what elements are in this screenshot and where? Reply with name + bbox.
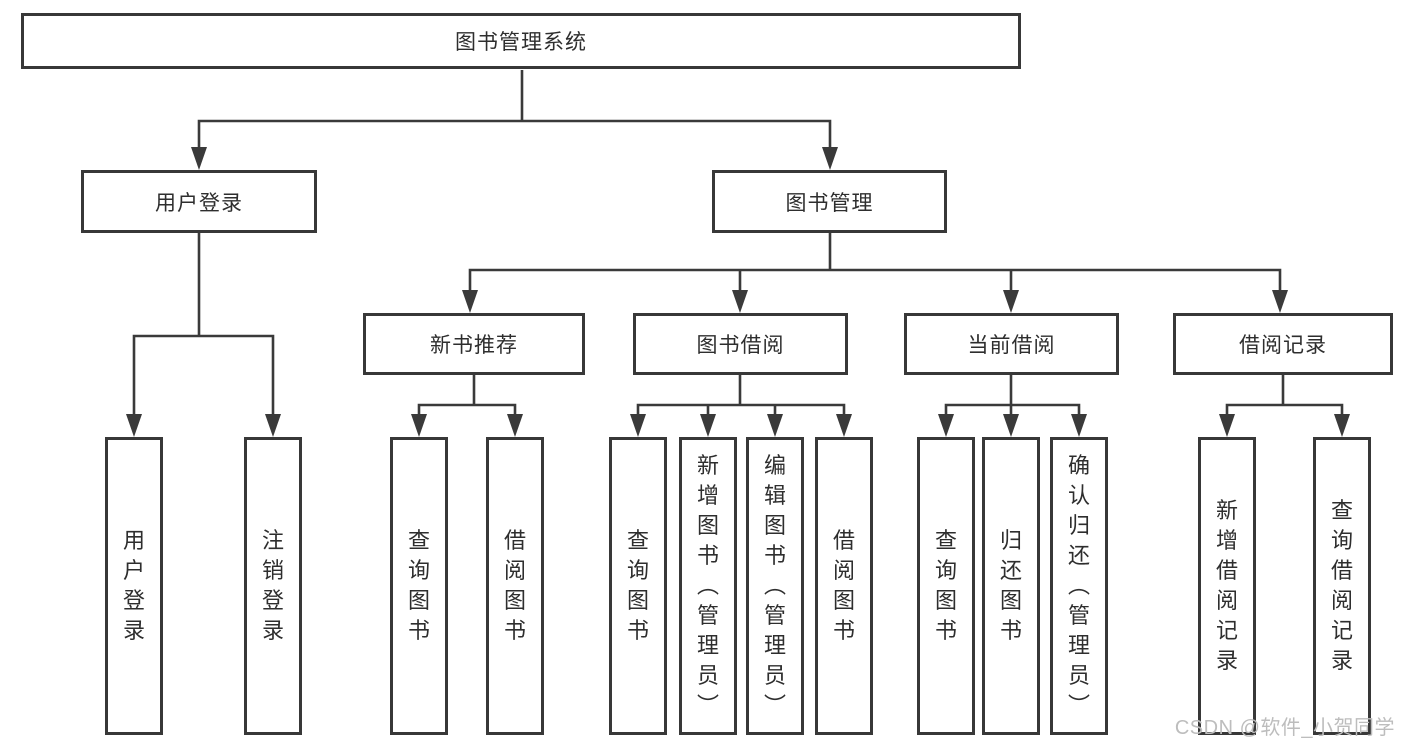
arrowhead-new-book [462, 290, 478, 313]
leaf-label: 借阅图书 [503, 528, 526, 643]
leaf-label: 新增图书︵管理员︶ [696, 453, 719, 718]
arrowhead-leaf-user-login [126, 414, 142, 437]
arrowhead-user-login [191, 147, 207, 170]
leaf-label: 归还图书 [999, 528, 1022, 643]
leaf-user-login: 用户登录 [105, 437, 163, 735]
leaf-label: 用户登录 [122, 528, 145, 643]
leaf-edit-books-admin: 编辑图书︵管理员︶ [746, 437, 804, 735]
leaf-query-borrow-record: 查询借阅记录 [1313, 437, 1371, 735]
arrowhead-book-borrow [732, 290, 748, 313]
leaf-borrow-books: 借阅图书 [486, 437, 544, 735]
leaf-label: 新增借阅记录 [1215, 498, 1238, 673]
leaf-label: 编辑图书︵管理员︶ [763, 453, 786, 718]
edge-borrow-record-to-leaves [1225, 403, 1344, 433]
arrowhead-book-mgmt [822, 147, 838, 170]
arrowhead-leaf-logout [265, 414, 281, 437]
leaf-add-borrow-record: 新增借阅记录 [1198, 437, 1256, 735]
arrowhead-current-borrow [1003, 290, 1019, 313]
leaf-label: 查询借阅记录 [1330, 498, 1353, 673]
edge-user-login-to-leaves [132, 334, 275, 433]
leaf-borrow-books: 借阅图书 [815, 437, 873, 735]
leaf-label: 查询图书 [626, 528, 649, 643]
edge-new-book-to-leaves [417, 403, 517, 433]
edge-book-mgmt-to-groups [468, 268, 1282, 309]
leaf-label: 确认归还︵管理员︶ [1067, 453, 1090, 718]
node-user-login: 用户登录 [81, 170, 317, 233]
leaf-query-books: 查询图书 [609, 437, 667, 735]
leaf-label: 查询图书 [407, 528, 430, 643]
leaf-query-books: 查询图书 [917, 437, 975, 735]
leaf-label: 查询图书 [934, 528, 957, 643]
leaf-logout: 注销登录 [244, 437, 302, 735]
node-borrowing-records: 借阅记录 [1173, 313, 1393, 375]
node-new-book-recommendation: 新书推荐 [363, 313, 585, 375]
leaf-query-books: 查询图书 [390, 437, 448, 735]
leaf-label: 注销登录 [261, 528, 284, 643]
watermark: CSDN @软件_小贺同学 [1174, 717, 1395, 739]
leaf-confirm-return-admin: 确认归还︵管理员︶ [1050, 437, 1108, 735]
leaf-return-books: 归还图书 [982, 437, 1040, 735]
edge-book-borrow-to-leaves [636, 403, 846, 433]
leaf-add-books-admin: 新增图书︵管理员︶ [679, 437, 737, 735]
node-current-borrowing: 当前借阅 [904, 313, 1119, 375]
node-book-management: 图书管理 [712, 170, 947, 233]
node-library-system: 图书管理系统 [21, 13, 1021, 69]
leaf-label: 借阅图书 [832, 528, 855, 643]
edge-root-to-level1 [197, 119, 832, 166]
node-book-borrowing: 图书借阅 [633, 313, 848, 375]
arrowhead-borrow-record [1272, 290, 1288, 313]
